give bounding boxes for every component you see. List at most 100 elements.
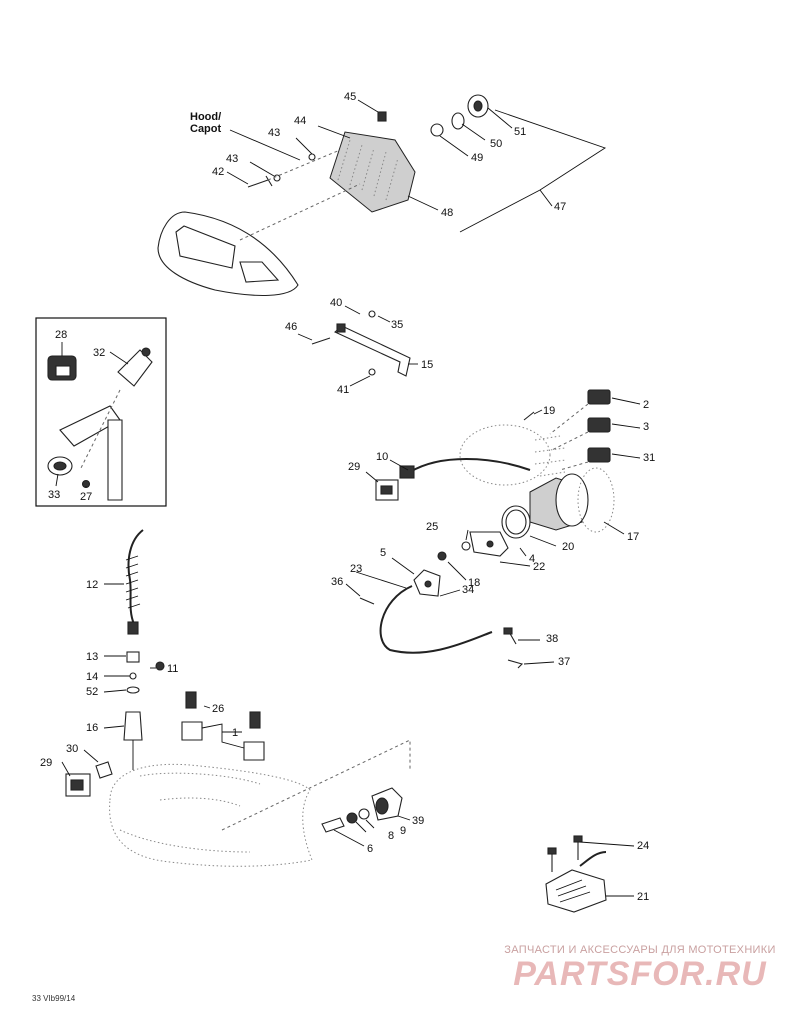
taillight-bezel-17 (577, 467, 615, 533)
nut-41 (368, 368, 376, 376)
key-switch-group (321, 787, 411, 847)
switch-26b (249, 711, 261, 729)
regulator-21-fins (555, 879, 591, 903)
switch-dashes (549, 403, 589, 471)
bezel-window-2 (239, 261, 280, 283)
wire-23 (379, 585, 493, 654)
connector-30 (95, 761, 113, 779)
inset-frame-post (107, 419, 123, 501)
label-25: 25 (426, 521, 438, 533)
bracket-1b (243, 741, 265, 761)
washer-9 (358, 808, 370, 820)
label-17: 17 (627, 531, 639, 543)
label-4: 4 (529, 553, 535, 565)
nut-8 (346, 812, 358, 824)
bracket-15-tab (336, 323, 346, 333)
plate-5-hole (424, 580, 432, 588)
watermark-logo: PARTSFOR.RU (513, 955, 767, 993)
label-5: 5 (380, 547, 386, 559)
label-44: 44 (294, 115, 306, 127)
label-32: 32 (93, 347, 105, 359)
label-3: 3 (643, 421, 649, 433)
retaining-ring (451, 112, 465, 130)
washer-25 (461, 541, 471, 551)
label-8: 8 (388, 830, 394, 842)
washer-14 (129, 672, 137, 680)
connector-10 (399, 465, 415, 479)
label-31: 31 (643, 452, 655, 464)
taillight-hatch (534, 435, 567, 489)
label-29b: 29 (40, 757, 52, 769)
console-body (109, 739, 411, 867)
label-6: 6 (367, 843, 373, 855)
bulb (430, 123, 444, 137)
bezel-window-1 (175, 225, 236, 269)
seal-inner (473, 100, 483, 112)
bracket-22-hole (486, 540, 494, 548)
harness-10 (409, 458, 531, 473)
label-18: 18 (468, 577, 480, 589)
headlamp-housing (329, 131, 416, 213)
label-24: 24 (637, 840, 649, 852)
label-50: 50 (490, 138, 502, 150)
label-22: 22 (533, 561, 545, 573)
inset-frame (35, 317, 167, 507)
label-36: 36 (331, 576, 343, 588)
label-16: 16 (86, 722, 98, 734)
label-9: 9 (400, 825, 406, 837)
screw-24b-head (573, 835, 583, 843)
sensor-32-cap (141, 347, 151, 357)
label-43a: 43 (268, 127, 280, 139)
label-10: 10 (376, 451, 388, 463)
regulator-group (545, 835, 635, 913)
connector-29a-pin (380, 485, 393, 495)
regulator-wires (579, 851, 607, 867)
label-13: 13 (86, 651, 98, 663)
label-20: 20 (562, 541, 574, 553)
connector-12-end (127, 621, 139, 635)
oring-52 (126, 686, 140, 694)
switch-3 (587, 417, 611, 433)
key-switch-39-face (375, 797, 389, 815)
washer-43b (308, 153, 316, 161)
label-14: 14 (86, 671, 98, 683)
label-19: 19 (543, 405, 555, 417)
knob-11 (155, 661, 165, 671)
washer-35 (368, 310, 376, 318)
assembly-line-2 (267, 149, 341, 181)
headlight-leaders (226, 99, 553, 211)
label-51: 51 (514, 126, 526, 138)
label-46: 46 (285, 321, 297, 333)
washer-43 (273, 174, 281, 182)
label-42: 42 (212, 166, 224, 178)
label-37: 37 (558, 656, 570, 668)
regulator-21 (545, 869, 607, 913)
label-49: 49 (471, 152, 483, 164)
label-43b: 43 (226, 153, 238, 165)
coiled-cable-12 (127, 529, 144, 625)
label-41: 41 (337, 384, 349, 396)
connector-29b-pin (70, 779, 84, 791)
watermark-tagline: ЗАПЧАСТИ И АКСЕССУАРЫ ДЛЯ МОТОТЕХНИКИ (504, 944, 776, 956)
clip-37 (507, 659, 524, 669)
headlamp-lens-hatch (337, 139, 399, 201)
key-6 (321, 817, 345, 833)
label-28: 28 (55, 329, 67, 341)
grommet-33-inner (53, 461, 67, 471)
screw-42 (247, 175, 273, 188)
cable-switch-group (61, 529, 265, 797)
screw-46 (311, 337, 331, 345)
label-48: 48 (441, 207, 453, 219)
label-29a: 29 (348, 461, 360, 473)
label-1: 1 (232, 727, 238, 739)
screw-24a-head (547, 847, 557, 855)
screw-19 (523, 411, 535, 421)
connector-28-face (55, 365, 71, 377)
switch-2 (587, 389, 611, 405)
hood-label-line2: Capot (190, 123, 222, 135)
bracket-1-leader (201, 723, 245, 749)
label-2: 2 (643, 399, 649, 411)
taillight-assembly (345, 389, 641, 669)
label-38: 38 (546, 633, 558, 645)
drawing-code: 33 VIb99/14 (32, 994, 76, 1003)
